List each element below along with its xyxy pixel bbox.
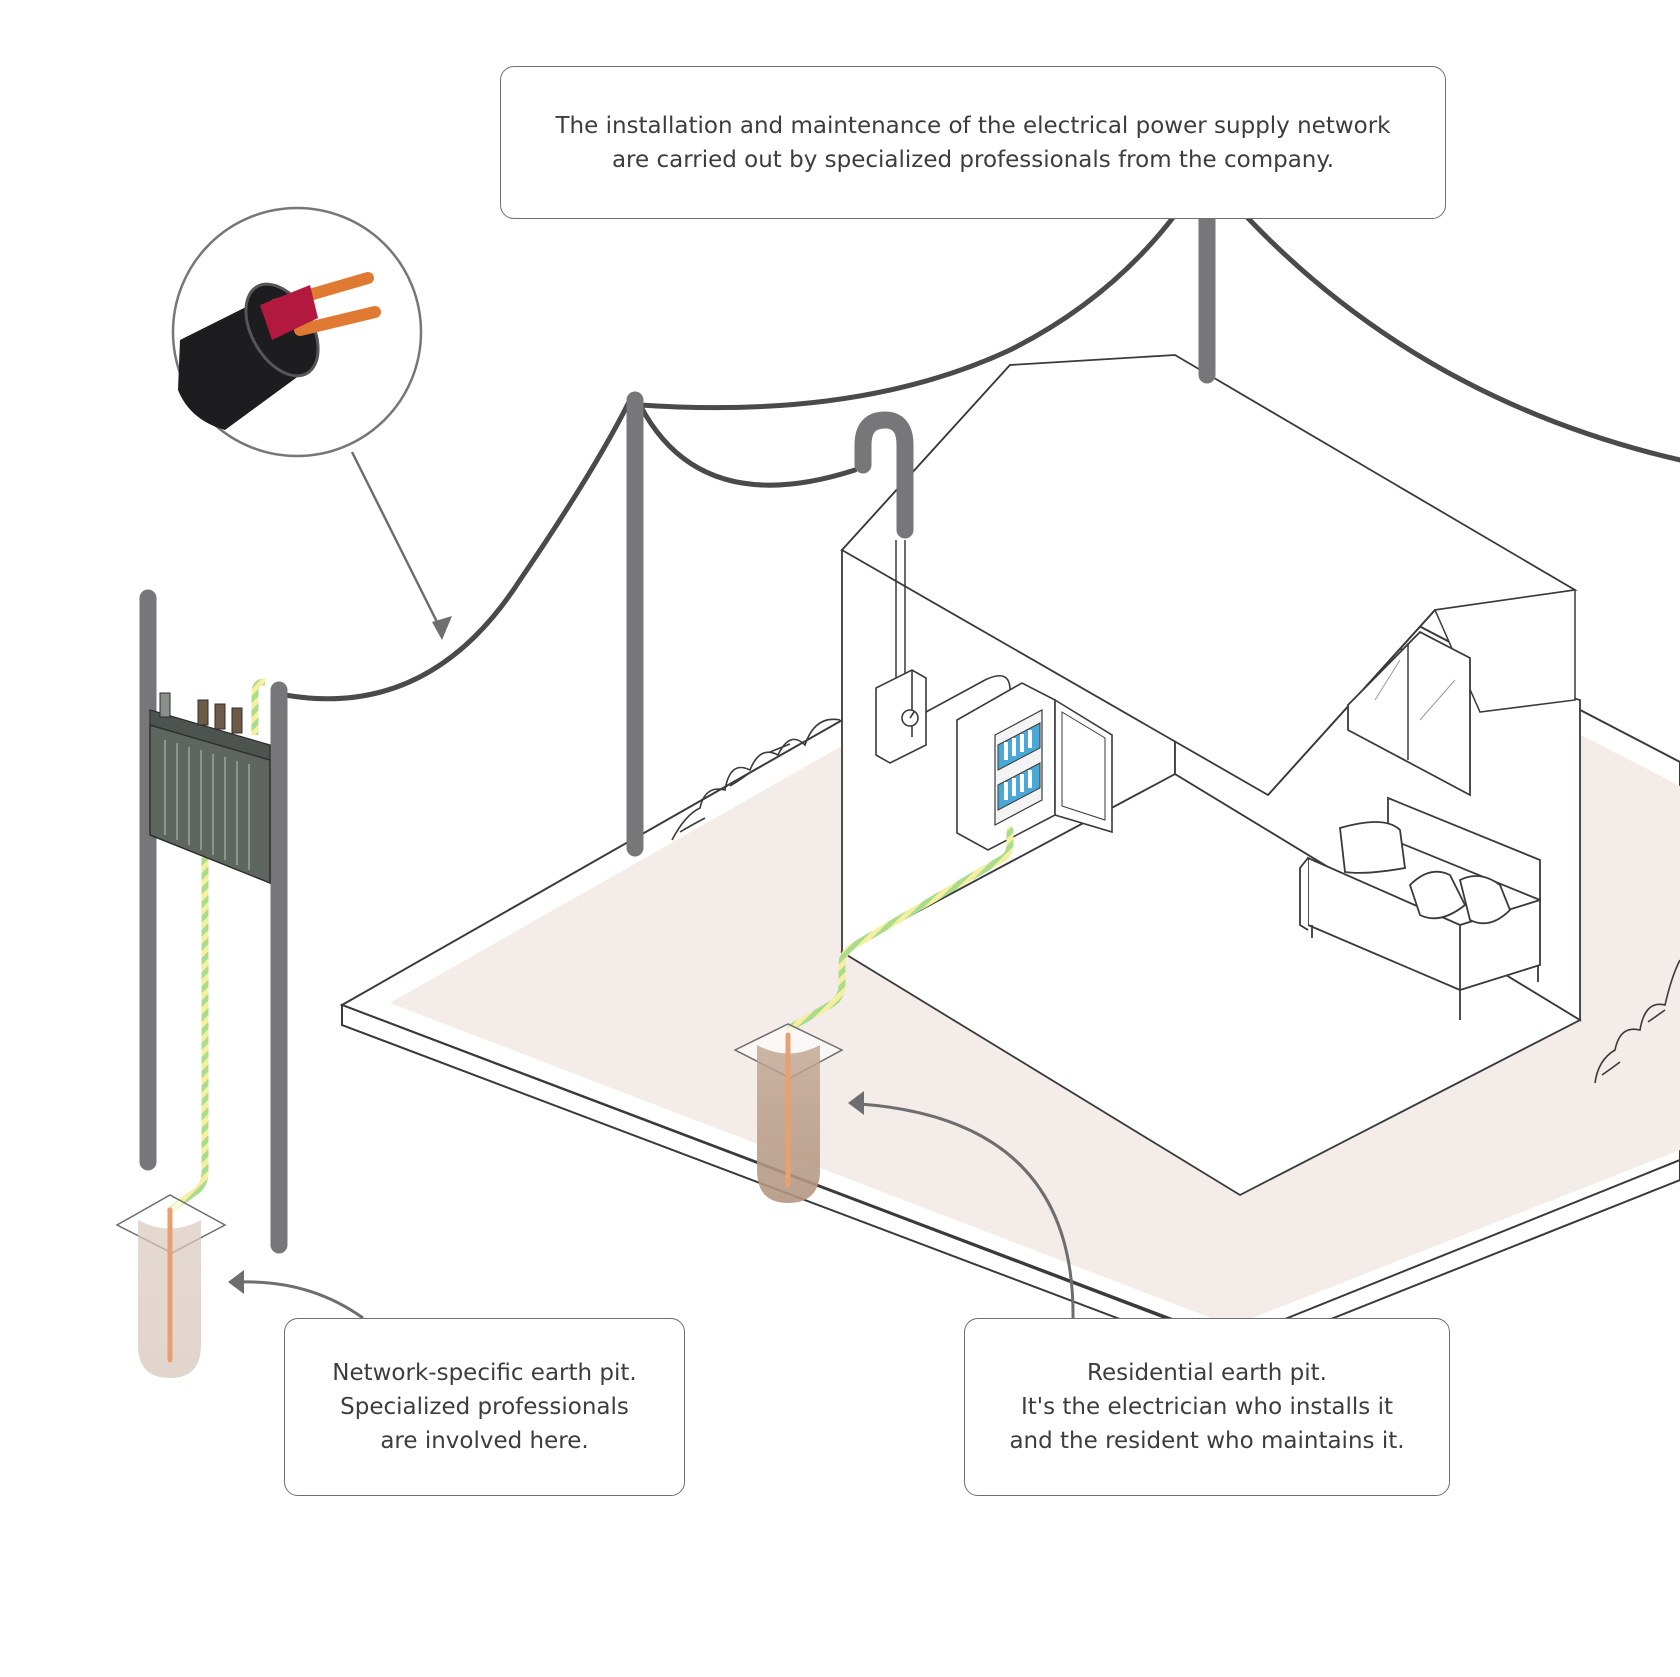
- callout-left-line-3: are involved here.: [380, 1428, 589, 1454]
- zoom-arrowhead: [432, 616, 452, 640]
- callout-right-line-1: Residential earth pit.: [1087, 1360, 1327, 1386]
- arrow-network-pit: [239, 1280, 364, 1320]
- breaker-row-top: [997, 722, 1041, 771]
- arrow-residential-pit-head: [848, 1091, 864, 1115]
- window-icon: [1347, 630, 1471, 797]
- callout-right-line-2: It's the electrician who installs it: [1020, 1394, 1393, 1420]
- zoom-arrow: [350, 451, 444, 633]
- callout-right-line-3: and the resident who maintains it.: [1009, 1428, 1405, 1454]
- bush-left: [671, 718, 841, 841]
- overhead-cables: [282, 212, 1680, 702]
- cable-cross-section-icon: [171, 206, 423, 458]
- callout-network-maintenance: The installation and maintenance of the …: [500, 66, 1446, 219]
- earth-wire-network: [166, 678, 266, 1214]
- callout-left-line-2: Specialized professionals: [340, 1394, 629, 1420]
- callout-top-line-2: are carried out by specialized professio…: [611, 146, 1335, 173]
- callout-left-line-1: Network-specific earth pit.: [332, 1360, 637, 1386]
- arrow-residential-pit: [859, 1102, 1075, 1319]
- service-conduit: [854, 411, 914, 680]
- earth-wire-residential: [786, 826, 1014, 1032]
- transformer-icon: [149, 692, 271, 885]
- bush-right: [1594, 959, 1680, 1084]
- distribution-board-icon: [956, 682, 1113, 851]
- earth-pit-residential: [733, 1023, 844, 1203]
- earth-pit-network: [115, 1194, 227, 1378]
- callout-top-line-1: The installation and maintenance of the …: [555, 112, 1391, 139]
- poles: [139, 211, 1216, 1254]
- callout-network-earth-pit: Network-specific earth pit. Specialized …: [284, 1318, 685, 1496]
- electric-meter-icon: [875, 669, 1011, 764]
- callout-residential-earth-pit: Residential earth pit. It's the electric…: [964, 1318, 1450, 1496]
- breaker-row-bottom: [997, 762, 1041, 811]
- arrow-network-pit-head: [228, 1270, 244, 1294]
- sofa-icon: [1299, 796, 1541, 1020]
